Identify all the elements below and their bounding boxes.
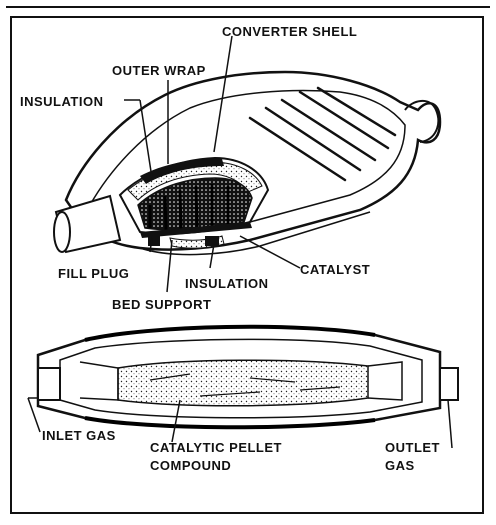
label-insulation-top: INSULATION <box>20 94 103 109</box>
bottom-leader-lines <box>27 397 453 449</box>
section-inner-body <box>59 338 423 419</box>
label-catalytic-pellet-line1: CATALYTIC PELLET <box>150 440 282 455</box>
inlet-pipe-section <box>37 367 61 401</box>
inlet-baffle <box>79 361 119 401</box>
label-catalyst: CATALYST <box>300 262 370 277</box>
label-catalytic-pellet-line2: COMPOUND <box>150 458 231 473</box>
bed-dark-streaks <box>148 184 230 232</box>
outlet-baffle <box>367 361 403 401</box>
cutaway-converter <box>53 70 442 256</box>
flow-marks <box>149 373 341 397</box>
fill-plug <box>148 234 160 246</box>
label-converter-shell: CONVERTER SHELL <box>222 24 357 39</box>
label-inlet-gas: INLET GAS <box>42 428 116 443</box>
label-outlet-line1: OUTLET <box>385 440 440 455</box>
label-fill-plug: FILL PLUG <box>58 266 129 281</box>
lower-plug <box>205 236 219 246</box>
cross-section-converter <box>36 324 459 430</box>
top-leader-lines <box>124 35 301 293</box>
bed-support-plate <box>140 222 252 238</box>
label-bed-support: BED SUPPORT <box>112 297 211 312</box>
top-rim-heavy <box>84 324 376 342</box>
label-outlet-line2: GAS <box>385 458 415 473</box>
bottom-rim-heavy <box>84 416 376 430</box>
label-insulation-bottom: INSULATION <box>185 276 268 291</box>
shell-flange <box>139 211 371 256</box>
inlet-opening <box>53 211 71 253</box>
pellet-bed <box>117 359 369 407</box>
outlet-neck <box>404 100 440 143</box>
label-outer-wrap: OUTER WRAP <box>112 63 206 78</box>
shell-ribs <box>248 86 397 182</box>
outlet-pipe-section <box>439 367 459 401</box>
diagram-frame <box>10 16 484 514</box>
outer-wrap-band <box>140 158 224 184</box>
